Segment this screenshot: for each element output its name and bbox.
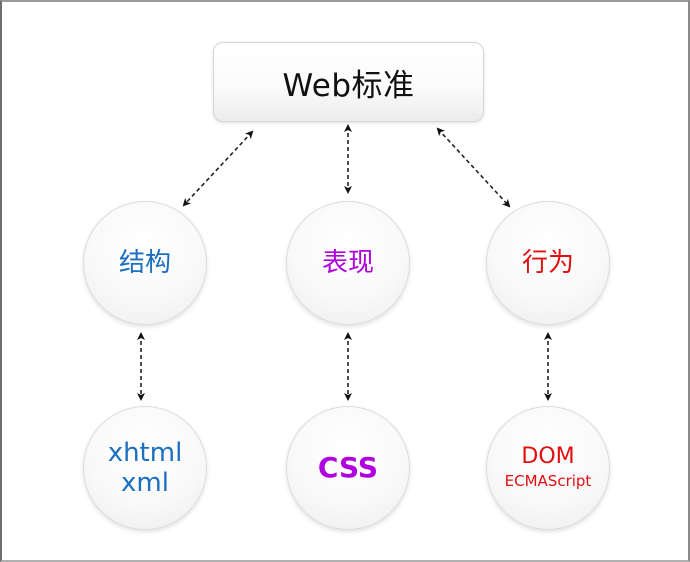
node-dom-label: DOM xyxy=(521,444,575,469)
node-structure-label: 结构 xyxy=(118,248,171,278)
node-structure: 结构 xyxy=(83,201,207,325)
arrow-root-structure xyxy=(182,130,254,207)
node-ecmascript-label: ECMAScript xyxy=(504,472,592,490)
node-css: CSS xyxy=(286,406,410,530)
root-node-web-standards: Web标准 xyxy=(213,42,484,122)
arrow-root-behavior xyxy=(436,127,511,208)
node-dom-ecmascript: DOM ECMAScript xyxy=(486,406,610,530)
node-xhtml-xml: xhtml xml xyxy=(83,406,207,530)
node-css-label: CSS xyxy=(317,451,379,484)
node-xml-label: xml xyxy=(121,468,169,498)
node-behavior: 行为 xyxy=(486,201,610,325)
node-presentation-label: 表现 xyxy=(321,248,374,278)
node-presentation: 表现 xyxy=(286,201,410,325)
node-xhtml-label: xhtml xyxy=(107,438,183,468)
root-node-label: Web标准 xyxy=(282,67,415,104)
node-behavior-label: 行为 xyxy=(521,248,574,278)
